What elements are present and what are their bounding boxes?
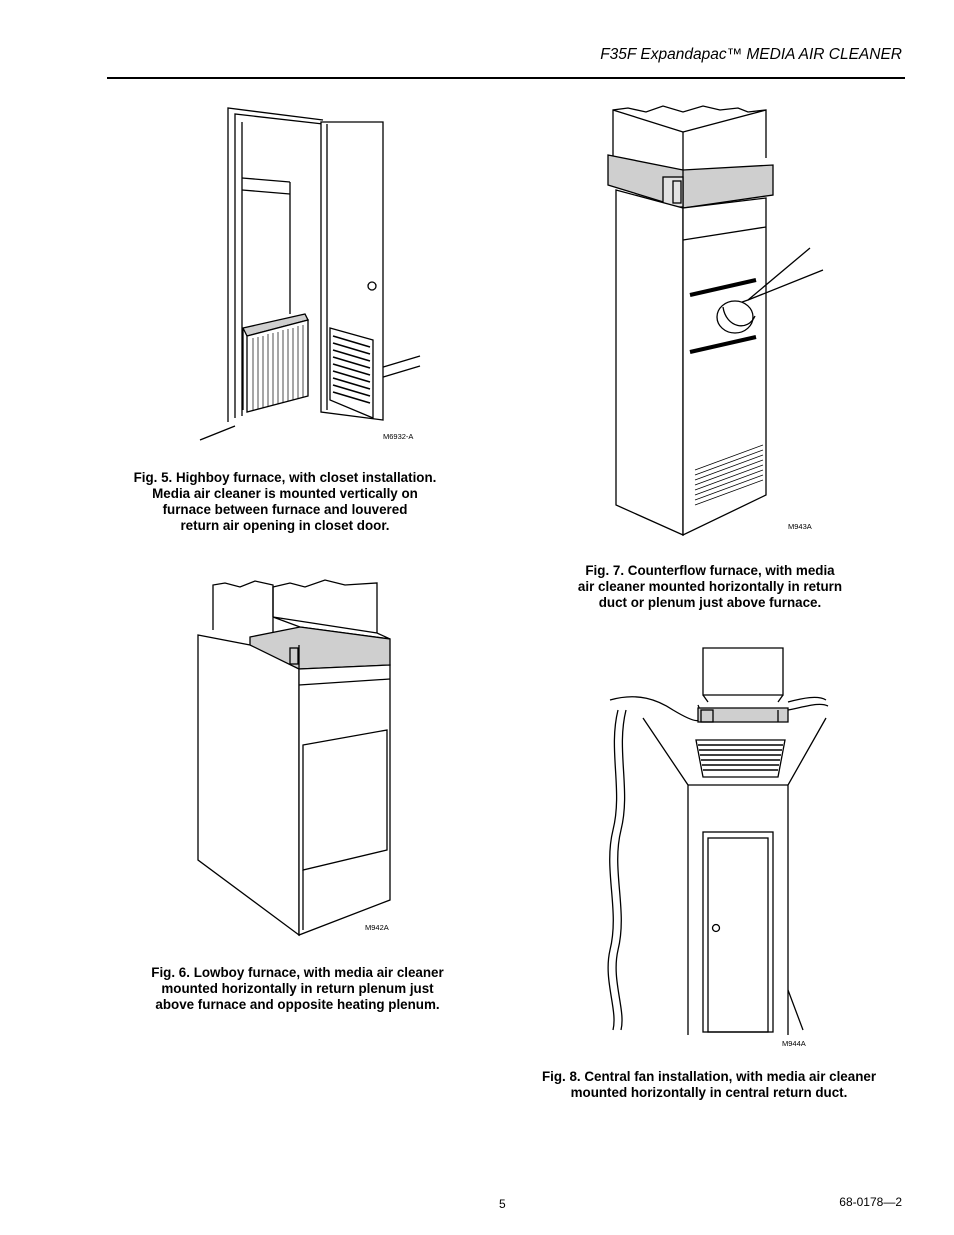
figure-6-caption-line: mounted horizontally in return plenum ju… (161, 981, 434, 996)
figure-7-caption: Fig. 7. Counterflow furnace, with media … (540, 563, 880, 611)
figure-6-caption: Fig. 6. Lowboy furnace, with media air c… (130, 965, 465, 1013)
figure-5-caption-line: Fig. 5. Highboy furnace, with closet ins… (133, 470, 437, 485)
figure-5-code: M6932-A (383, 432, 414, 441)
figure-5-caption-line: Media air cleaner is mounted vertically … (152, 486, 418, 501)
figure-6-illustration: M942A (195, 575, 400, 945)
figure-7-code: M943A (788, 522, 812, 531)
figure-6-caption-line: above furnace and opposite heating plenu… (155, 997, 440, 1012)
figure-6-caption-line: Fig. 6. Lowboy furnace, with media air c… (151, 965, 444, 980)
page-header-title: F35F Expandapac™ MEDIA AIR CLEANER (600, 46, 902, 63)
figure-5-caption: Fig. 5. Highboy furnace, with closet ins… (125, 470, 445, 534)
figure-8-code: M944A (782, 1039, 806, 1048)
figure-8-illustration: M944A (598, 640, 838, 1048)
figure-5-caption-line: furnace between furnace and louvered (162, 502, 408, 517)
figure-6-code: M942A (365, 923, 389, 932)
figure-7-caption-line: duct or plenum just above furnace. (598, 595, 822, 610)
figure-8-caption-line: mounted horizontally in central return d… (570, 1085, 848, 1100)
header-rule (107, 77, 905, 79)
figure-5-illustration: M6932-A (195, 100, 445, 450)
figure-5-caption-line: return air opening in closet door. (180, 518, 390, 533)
figure-7-illustration: M943A (598, 100, 833, 540)
figure-7-caption-line: Fig. 7. Counterflow furnace, with media (585, 563, 835, 578)
page-number: 5 (499, 1197, 506, 1211)
figure-8-caption: Fig. 8. Central fan installation, with m… (520, 1069, 898, 1101)
figure-8-caption-line: Fig. 8. Central fan installation, with m… (541, 1069, 877, 1084)
document-number: 68-0178—2 (839, 1195, 902, 1209)
figure-7-caption-line: air cleaner mounted horizontally in retu… (577, 579, 843, 594)
